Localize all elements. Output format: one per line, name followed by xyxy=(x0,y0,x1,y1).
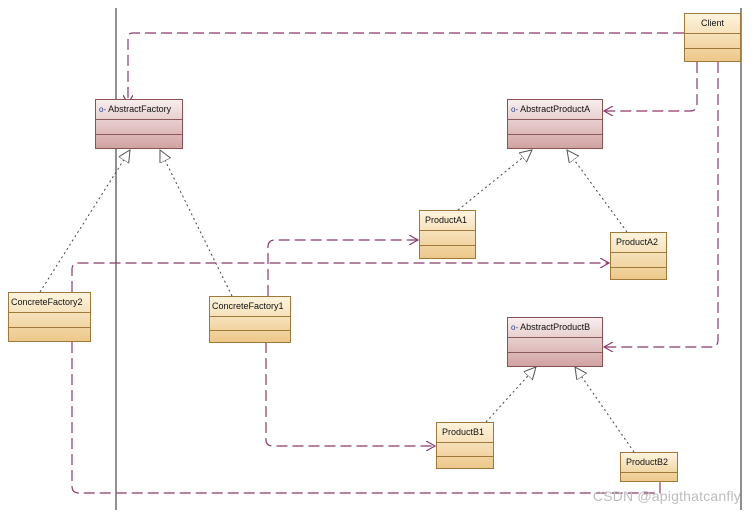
realization-pb2-apb xyxy=(575,367,635,453)
realization-pa2-apa xyxy=(567,150,628,233)
dependency-cf1-pb1 xyxy=(265,342,435,446)
dependency-cf2-pb2 xyxy=(71,342,661,494)
class-product-a1-name: ProductA1 xyxy=(420,211,475,231)
realization-cf2-af xyxy=(39,150,130,293)
realization-cf1-af xyxy=(160,150,233,297)
dependency-client-apb xyxy=(604,62,719,347)
realization-pb1-apb xyxy=(485,367,536,423)
class-product-a2-name: ProductA2 xyxy=(611,233,666,253)
class-client[interactable]: Client xyxy=(684,13,741,62)
class-product-a1[interactable]: ProductA1 xyxy=(419,210,476,259)
dependency-cf1-pa1 xyxy=(267,240,418,296)
interface-icon: o- xyxy=(511,105,519,114)
class-abstract-factory[interactable]: o-AbstractFactory xyxy=(95,99,183,149)
class-concrete-factory-1-name: ConcreteFactory1 xyxy=(210,297,290,317)
dependency-cf2-pa2 xyxy=(71,263,609,292)
class-abstract-product-a-name: AbstractProductA xyxy=(520,104,591,114)
class-product-b1[interactable]: ProductB1 xyxy=(436,422,494,469)
watermark-text: CSDN @apigthatcanfly xyxy=(592,488,741,504)
class-abstract-product-b[interactable]: o-AbstractProductB xyxy=(507,317,603,367)
dependency-client-apa xyxy=(604,62,698,111)
realization-pa1-apa xyxy=(457,150,532,211)
class-abstract-product-a[interactable]: o-AbstractProductA xyxy=(507,99,603,149)
class-product-b2-name: ProductB2 xyxy=(621,453,677,473)
class-product-b1-name: ProductB1 xyxy=(437,423,493,443)
class-client-name: Client xyxy=(685,14,740,34)
class-abstract-factory-name: AbstractFactory xyxy=(108,104,172,114)
interface-icon: o- xyxy=(99,105,107,114)
class-product-b2[interactable]: ProductB2 xyxy=(620,452,678,482)
class-concrete-factory-2-name: ConcreteFactory2 xyxy=(9,293,90,313)
class-concrete-factory-1[interactable]: ConcreteFactory1 xyxy=(209,296,291,343)
dependency-client-af xyxy=(128,32,684,104)
interface-icon: o- xyxy=(511,323,519,332)
class-abstract-product-b-name: AbstractProductB xyxy=(520,322,591,332)
class-concrete-factory-2[interactable]: ConcreteFactory2 xyxy=(8,292,91,342)
class-product-a2[interactable]: ProductA2 xyxy=(610,232,667,280)
